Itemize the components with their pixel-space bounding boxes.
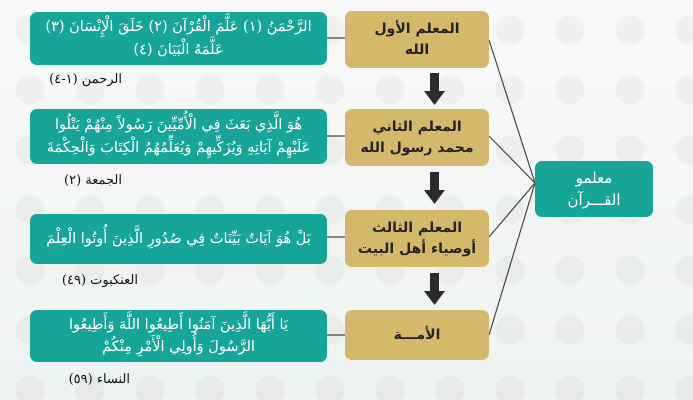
verse-2-text: هُوَ الَّذِي بَعَثَ فِي الْأُمِّيِّينَ ر… — [46, 117, 311, 156]
verse-2-ref: الجمعة (٢) — [64, 173, 122, 188]
verse-3-text: بَلْ هُوَ آيَاتٌ بَيِّنَاتٌ فِي صُدُورِ … — [46, 230, 311, 247]
teacher-node-2: المعلم الثاني محمد رسول الله — [345, 109, 489, 166]
verse-4-ref: النساء (٥٩) — [68, 372, 130, 387]
verse-1-text: الرَّحْمَنُ (١) عَلَّمَ الْقُرْآنَ (٢) خ… — [45, 19, 312, 58]
connector-teacher-2 — [488, 135, 536, 184]
teacher-1-line1: المعلم الأول — [374, 20, 460, 37]
verse-box-4: يَا أَيُّهَا الَّذِينَ آمَنُوا أَطِيعُوا… — [30, 310, 327, 362]
verse-3-ref: العنكبوت (٤٩) — [61, 273, 138, 288]
teacher-3-line1: المعلم الثالث — [372, 219, 463, 236]
teacher-node-3: المعلم الثالث أوصياء أهل البيت — [345, 210, 489, 267]
verse-box-2: هُوَ الَّذِي بَعَثَ فِي الْأُمِّيِّينَ ر… — [30, 109, 327, 164]
verse-box-3: بَلْ هُوَ آيَاتٌ بَيِّنَاتٌ فِي صُدُورِ … — [30, 214, 327, 264]
connector-teacher-4 — [488, 182, 536, 336]
verse-1-ref: الرحمن (١-٤) — [49, 72, 122, 87]
connector-teacher-1 — [488, 39, 536, 184]
root-line2: القـــرآن — [567, 191, 621, 209]
teacher-3-line2: أوصياء أهل البيت — [357, 240, 477, 257]
down-arrow-icon — [424, 273, 445, 305]
teacher-node-1: المعلم الأول الله — [345, 11, 489, 68]
teacher-node-4: الأمـــة — [345, 310, 489, 360]
verse-box-1: الرَّحْمَنُ (١) عَلَّمَ الْقُرْآنَ (٢) خ… — [30, 12, 327, 65]
connector-teacher-3 — [488, 182, 536, 238]
verse-4-text: يَا أَيُّهَا الَّذِينَ آمَنُوا أَطِيعُوا… — [68, 316, 289, 355]
root-line1: معلمو — [575, 168, 613, 187]
teacher-2-line1: المعلم الثاني — [372, 118, 462, 135]
down-arrow-icon — [424, 73, 445, 105]
teacher-1-line2: الله — [404, 41, 430, 58]
root-node: معلمو القـــرآن — [535, 161, 653, 217]
teacher-2-line2: محمد رسول الله — [360, 139, 474, 156]
teacher-4-line1: الأمـــة — [393, 326, 441, 343]
down-arrow-icon — [424, 172, 445, 204]
